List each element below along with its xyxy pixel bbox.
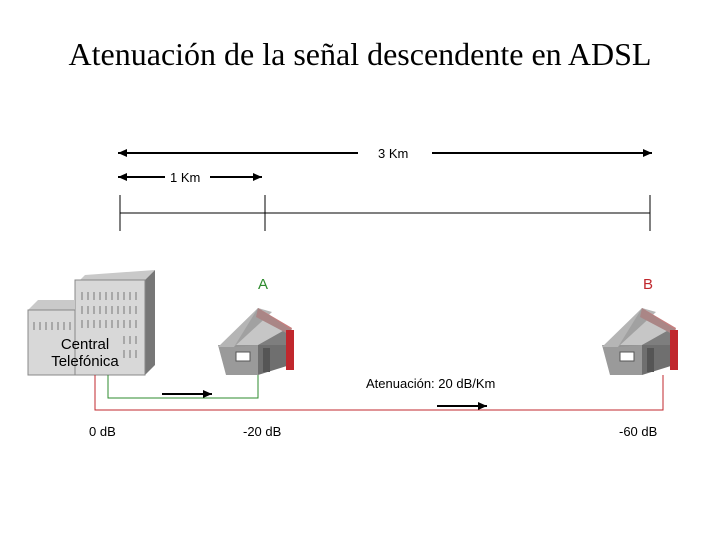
house-a-icon: [218, 308, 294, 375]
line-to-b: [94, 375, 664, 411]
point-a-label: A: [258, 276, 269, 293]
house-b-icon: [602, 308, 678, 375]
level-mid-label: -20 dB: [243, 424, 282, 439]
central-office-label: Central Telefónica: [40, 336, 130, 370]
level-start-label: 0 dB: [89, 424, 116, 439]
distance-scale: [119, 195, 651, 231]
point-b-label: B: [643, 276, 654, 293]
level-end-label: -60 dB: [619, 424, 658, 439]
line-to-a: [107, 375, 259, 399]
attenuation-rate-label: Atenuación: 20 dB/Km: [366, 376, 496, 391]
total-distance-label: 3 Km: [378, 146, 409, 161]
central-office-building-icon: [27, 270, 155, 376]
slide-title: Atenuación de la señal descendente en AD…: [68, 36, 652, 72]
segment-distance-label: 1 Km: [170, 170, 201, 185]
central-office-label-line1: Central: [60, 336, 110, 353]
central-office-label-line2: Telefónica: [51, 353, 119, 370]
